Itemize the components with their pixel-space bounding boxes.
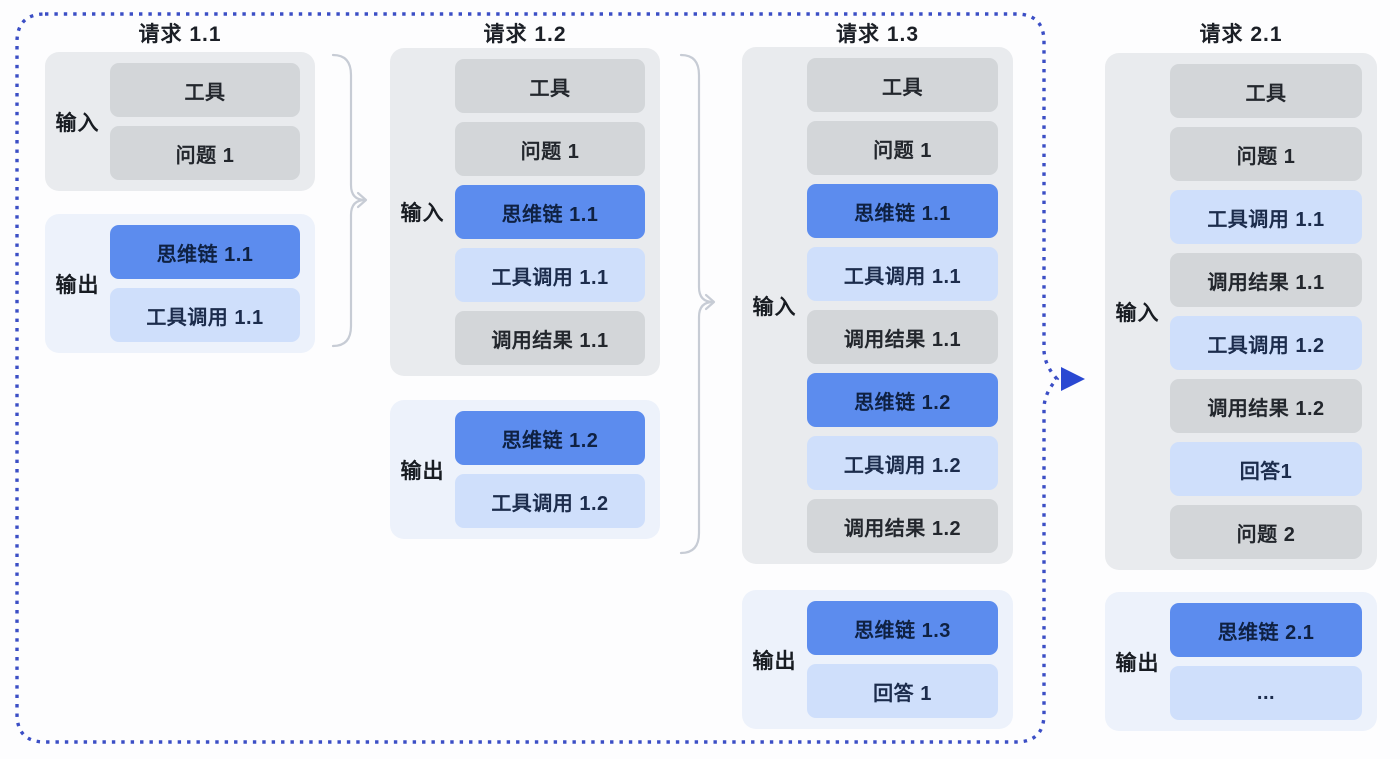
group-label: 输入: [1115, 301, 1160, 325]
group-label: 输出: [752, 649, 797, 673]
block-toolresult-1-1: 调用结果 1.1: [1170, 253, 1362, 307]
block-stack: 思维链 1.1 工具调用 1.1: [110, 225, 300, 342]
block-cot-1-1: 思维链 1.1: [455, 185, 645, 239]
block-stack: 思维链 1.2 工具调用 1.2: [455, 411, 645, 528]
block-cot-1-3: 思维链 1.3: [807, 601, 998, 655]
block-stack: 工具 问题 1 思维链 1.1 工具调用 1.1 调用结果 1.1: [455, 59, 645, 365]
input-group: 输入 工具 问题 1: [45, 52, 315, 191]
block-tools: 工具: [1170, 64, 1362, 118]
group-label: 输入: [752, 295, 797, 319]
request-title: 请求 2.1: [1199, 23, 1283, 46]
block-question-1: 问题 1: [1170, 127, 1362, 181]
input-group: 输入 工具 问题 1 思维链 1.1 工具调用 1.1 调用结果 1.1: [390, 48, 660, 376]
block-toolcall-1-1: 工具调用 1.1: [455, 248, 645, 302]
carry-over-brace-2-arrow-icon: [704, 293, 716, 311]
block-cot-1-2: 思维链 1.2: [455, 411, 645, 465]
input-group: 输入 工具 问题 1 工具调用 1.1 调用结果 1.1 工具调用 1.2 调用…: [1105, 53, 1377, 570]
block-cot-1-1: 思维链 1.1: [110, 225, 300, 279]
block-answer-1: 回答1: [1170, 442, 1362, 496]
block-stack: 工具 问题 1 工具调用 1.1 调用结果 1.1 工具调用 1.2 调用结果 …: [1170, 64, 1362, 559]
block-toolcall-1-2: 工具调用 1.2: [455, 474, 645, 528]
group-label: 输出: [1115, 651, 1160, 675]
group-label: 输入: [55, 111, 100, 135]
block-toolresult-1-2: 调用结果 1.2: [1170, 379, 1362, 433]
block-tools: 工具: [807, 58, 998, 112]
group-label: 输出: [400, 459, 445, 483]
block-question-1: 问题 1: [455, 122, 645, 176]
carry-over-brace-1-arrow-icon: [356, 191, 368, 209]
block-stack: 思维链 2.1 ...: [1170, 603, 1362, 720]
request-column-1-2: 请求 1.2 输入 工具 问题 1 思维链 1.1 工具调用 1.1 调用结果 …: [390, 0, 660, 759]
block-question-1: 问题 1: [807, 121, 998, 175]
request-column-1-1: 请求 1.1 输入 工具 问题 1 输出 思维链 1.1 工具调用 1.1: [45, 0, 315, 759]
block-tools: 工具: [110, 63, 300, 117]
next-round-arrow-icon: [1061, 367, 1085, 391]
request-title: 请求 1.1: [138, 23, 222, 46]
output-group: 输出 思维链 1.2 工具调用 1.2: [390, 400, 660, 539]
block-answer-1: 回答 1: [807, 664, 998, 718]
block-stack: 工具 问题 1: [110, 63, 300, 180]
block-question-1: 问题 1: [110, 126, 300, 180]
block-stack: 思维链 1.3 回答 1: [807, 601, 998, 718]
request-title: 请求 1.3: [835, 23, 920, 46]
group-label: 输入: [400, 202, 445, 225]
block-toolcall-1-1: 工具调用 1.1: [1170, 190, 1362, 244]
block-toolcall-1-1: 工具调用 1.1: [110, 288, 300, 342]
block-ellipsis: ...: [1170, 666, 1362, 720]
block-cot-1-2: 思维链 1.2: [807, 373, 998, 427]
block-cot-2-1: 思维链 2.1: [1170, 603, 1362, 657]
carry-over-brace-1-icon: [331, 53, 366, 348]
carry-over-brace-2-icon: [679, 53, 714, 555]
block-toolcall-1-2: 工具调用 1.2: [807, 436, 998, 490]
dashed-loop-boundary: [15, 12, 1060, 744]
output-group: 输出 思维链 2.1 ...: [1105, 592, 1377, 731]
block-toolresult-1-1: 调用结果 1.1: [455, 311, 645, 365]
block-toolresult-1-2: 调用结果 1.2: [807, 499, 998, 553]
block-toolresult-1-1: 调用结果 1.1: [807, 310, 998, 364]
input-group: 输入 工具 问题 1 思维链 1.1 工具调用 1.1 调用结果 1.1 思维链…: [742, 47, 1013, 564]
block-tools: 工具: [455, 59, 645, 113]
group-label: 输出: [55, 273, 100, 297]
request-column-1-3: 请求 1.3 输入 工具 问题 1 思维链 1.1 工具调用 1.1 调用结果 …: [742, 0, 1013, 759]
output-group: 输出 思维链 1.3 回答 1: [742, 590, 1013, 729]
block-toolcall-1-1: 工具调用 1.1: [807, 247, 998, 301]
request-title: 请求 1.2: [483, 23, 567, 46]
block-cot-1-1: 思维链 1.1: [807, 184, 998, 238]
output-group: 输出 思维链 1.1 工具调用 1.1: [45, 214, 315, 353]
block-toolcall-1-2: 工具调用 1.2: [1170, 316, 1362, 370]
block-stack: 工具 问题 1 思维链 1.1 工具调用 1.1 调用结果 1.1 思维链 1.…: [807, 58, 998, 553]
request-column-2-1: 请求 2.1 输入 工具 问题 1 工具调用 1.1 调用结果 1.1 工具调用…: [1105, 0, 1377, 759]
block-question-2: 问题 2: [1170, 505, 1362, 559]
